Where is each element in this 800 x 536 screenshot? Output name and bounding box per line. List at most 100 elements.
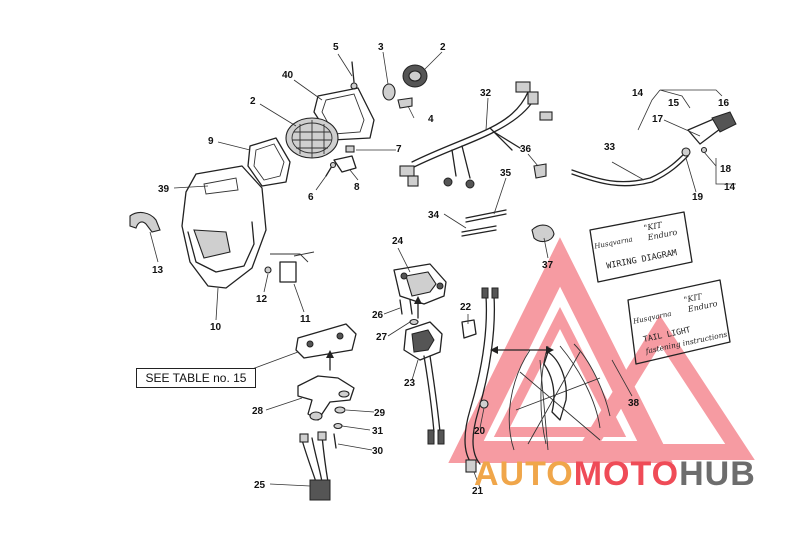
callout-23: 23 <box>404 378 416 389</box>
callout-22: 22 <box>460 302 472 313</box>
part-28-bracket <box>297 375 355 421</box>
part-3-bulb <box>382 83 396 101</box>
double-arrow <box>490 346 554 354</box>
part-10-headlight-fairing <box>181 165 267 289</box>
part-18-screw <box>700 146 708 154</box>
callout-11: 11 <box>300 314 311 325</box>
part-14-bracket-lines <box>637 89 736 185</box>
see-table-box: SEE TABLE no. 15 <box>136 368 256 388</box>
part-2-bulb-socket <box>402 64 428 88</box>
wiring-card-kit: "KIT <box>643 220 663 232</box>
part-40-headlight-frame <box>313 87 375 141</box>
callout-35: 35 <box>500 168 512 179</box>
wiring-card-brand: Husqvarna <box>593 235 634 250</box>
part-37-clip <box>531 224 555 243</box>
callout-25: 25 <box>254 480 266 491</box>
part-2-headlight <box>285 117 339 159</box>
part-38-tail-light-support <box>543 351 567 421</box>
assembly-arrow-2 <box>326 350 334 371</box>
callout-15: 15 <box>668 98 680 109</box>
callout-36: 36 <box>520 144 532 155</box>
part-22-bracket <box>461 319 477 339</box>
part-plate-bracket <box>295 323 357 359</box>
part-12-screw <box>264 266 272 274</box>
brand-part-auto: AUTO <box>474 454 574 493</box>
callout-12: 12 <box>256 294 268 305</box>
part-7-screw <box>345 145 355 153</box>
callout-20: 20 <box>474 426 486 437</box>
callout-39: 39 <box>158 184 170 195</box>
part-5-screw <box>350 61 358 90</box>
callout-numbers: 5 3 2 40 2 4 9 7 6 8 39 13 12 11 10 32 3… <box>152 42 736 497</box>
callout-31: 31 <box>372 426 384 437</box>
part-20-screw <box>479 399 489 409</box>
part-33-cable <box>571 147 691 187</box>
callout-8: 8 <box>354 182 360 193</box>
callout-2-socket: 2 <box>440 42 446 53</box>
part-4-clip <box>397 97 413 109</box>
callout-37: 37 <box>542 260 554 271</box>
callout-27: 27 <box>376 332 388 343</box>
watermark-triangle-logo <box>448 237 755 463</box>
part-26-screw <box>399 299 413 315</box>
part-34-cable-tie <box>461 225 497 237</box>
part-21-cable <box>464 287 499 473</box>
callout-10: 10 <box>210 322 222 333</box>
callout-24: 24 <box>392 236 404 247</box>
callout-14-bottom: 14 <box>724 182 736 193</box>
part-29-nut <box>334 406 346 414</box>
callout-16: 16 <box>718 98 730 109</box>
callout-2-headlight: 2 <box>250 96 256 107</box>
callout-29: 29 <box>374 408 386 419</box>
part-11-clamp <box>270 251 315 283</box>
callout-6: 6 <box>308 192 314 203</box>
tail-card-brand: Husqvarna <box>632 310 673 326</box>
leader-lines <box>149 51 717 489</box>
part-32-wiring-harness <box>399 81 553 189</box>
callout-30: 30 <box>372 446 384 457</box>
callout-7: 7 <box>396 144 402 155</box>
part-23-tail-light <box>403 321 445 445</box>
tail-light-card <box>627 279 731 365</box>
callout-40: 40 <box>282 70 294 81</box>
brand-part-hub: HUB <box>679 454 756 493</box>
callout-9: 9 <box>208 136 214 147</box>
part-31-washer <box>333 422 343 430</box>
assembly-arrow <box>414 296 422 319</box>
tail-card-text: Husqvarna "KIT Enduro TAIL LIGHT fasteni… <box>632 292 729 356</box>
callout-14-top: 14 <box>632 88 644 99</box>
callout-26: 26 <box>372 310 384 321</box>
part-6-bolt <box>325 161 337 177</box>
tail-card-kit: "KIT <box>683 292 703 305</box>
callout-28: 28 <box>252 406 264 417</box>
callout-33: 33 <box>604 142 616 153</box>
part-9-headlight-ring <box>247 137 291 187</box>
part-16-light <box>711 111 737 133</box>
wiring-card-title: WIRING DIAGRAM <box>606 248 678 271</box>
part-27-washer <box>409 318 419 326</box>
callout-18: 18 <box>720 164 732 175</box>
part-30-screw <box>333 433 337 449</box>
rear-wheel-outline <box>508 343 611 451</box>
part-36-connector <box>533 163 547 179</box>
callout-19: 19 <box>692 192 704 203</box>
callout-3: 3 <box>378 42 384 53</box>
part-25-wiring-connector <box>299 431 331 501</box>
callout-13: 13 <box>152 265 164 276</box>
part-24-bracket <box>393 263 447 305</box>
part-8-bracket <box>333 155 357 173</box>
wiring-card-text: Husqvarna "KIT Enduro WIRING DIAGRAM <box>593 220 678 271</box>
callout-4: 4 <box>428 114 434 125</box>
callout-34: 34 <box>428 210 440 221</box>
part-35-cable-tie <box>465 209 507 223</box>
callout-38: 38 <box>628 398 640 409</box>
brand-part-moto: MOTO <box>573 454 680 493</box>
part-13-cable-clamp <box>129 211 161 233</box>
callout-32: 32 <box>480 88 492 99</box>
wiring-diagram-card <box>589 211 693 283</box>
callout-17: 17 <box>652 114 664 125</box>
callout-5: 5 <box>333 42 339 53</box>
callout-21: 21 <box>472 486 484 497</box>
